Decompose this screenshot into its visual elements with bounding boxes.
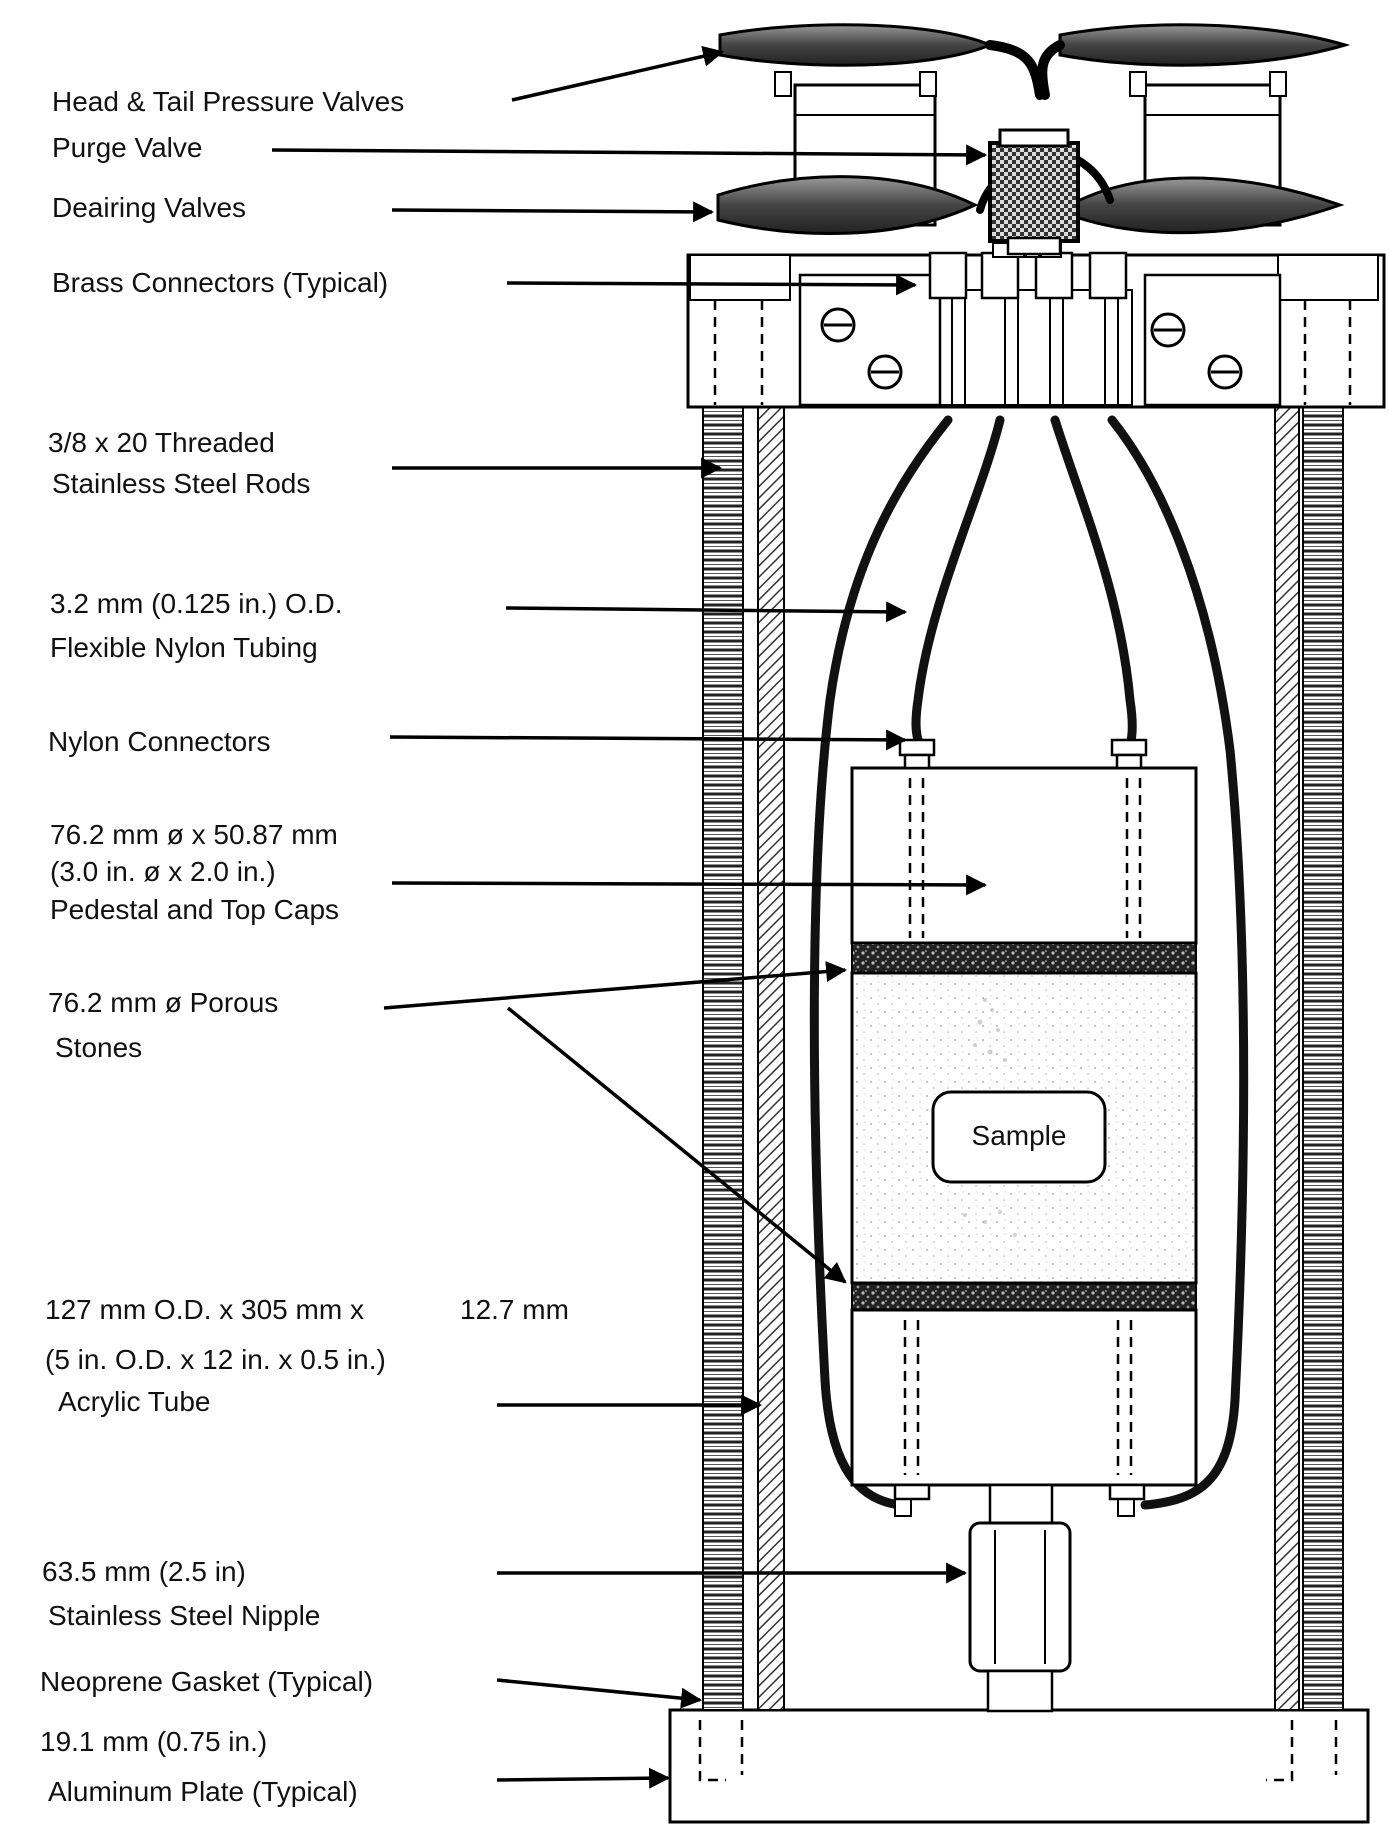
nylon-connectors (898, 738, 1148, 770)
label-deairing-valves: Deairing Valves (52, 192, 247, 223)
label-tube-line2: (5 in. O.D. x 12 in. x 0.5 in.) (45, 1344, 386, 1375)
screw-heads (820, 307, 1243, 390)
acrylic-tube-left-wall (757, 404, 785, 1711)
nylon-tubing (809, 415, 1249, 1510)
label-caps-line3: Pedestal and Top Caps (50, 894, 340, 925)
label-purge-valve: Purge Valve (52, 132, 203, 163)
label-brass-connectors: Brass Connectors (Typical) (52, 267, 389, 298)
deairing-valve-handles (716, 175, 1345, 235)
label-nipple-line2: Stainless Steel Nipple (48, 1600, 321, 1631)
stainless-steel-nipple (968, 1521, 1072, 1673)
upper-porous-stone (851, 942, 1197, 974)
pedestal-cap (850, 1308, 1198, 1487)
label-caps-line2: (3.0 in. ø x 2.0 in.) (50, 856, 276, 887)
label-tube-line1b: 12.7 mm (460, 1294, 569, 1325)
label-nylon-connectors: Nylon Connectors (48, 726, 271, 757)
acrylic-tube-right-wall (1274, 404, 1300, 1711)
label-tube-line3: Acrylic Tube (58, 1386, 211, 1417)
label-head-tail-valves: Head & Tail Pressure Valves (52, 86, 405, 117)
label-rods-line2: Stainless Steel Rods (52, 468, 311, 499)
label-gasket: Neoprene Gasket (Typical) (40, 1666, 374, 1697)
label-nipple-line1: 63.5 mm (2.5 in) (42, 1556, 246, 1587)
top-cap (850, 766, 1198, 945)
sample-label-box (931, 1090, 1107, 1184)
label-stones-line2: Stones (55, 1032, 143, 1063)
leader-arrows (271, 45, 988, 1789)
label-tubing-line1: 3.2 mm (0.125 in.) O.D. (50, 588, 343, 619)
lower-porous-stone (851, 1282, 1197, 1311)
purge-valve (988, 141, 1080, 243)
label-rods-line1: 3/8 x 20 Threaded (48, 427, 275, 458)
right-threaded-rod (1302, 404, 1344, 1711)
label-tubing-line2: Flexible Nylon Tubing (50, 632, 318, 663)
label-stones-line1: 76.2 mm ø Porous (48, 987, 279, 1018)
brass-connectors (928, 251, 1128, 300)
label-tube-line1a: 127 mm O.D. x 305 mm x (45, 1294, 364, 1325)
left-threaded-rod (702, 404, 744, 1711)
aluminum-plate (668, 1708, 1370, 1824)
sample-label: Sample (971, 1120, 1067, 1151)
label-plate-line2: Aluminum Plate (Typical) (48, 1776, 358, 1807)
label-plate-line1: 19.1 mm (0.75 in.) (40, 1726, 268, 1757)
label-caps-line1: 76.2 mm ø x 50.87 mm (50, 819, 338, 850)
